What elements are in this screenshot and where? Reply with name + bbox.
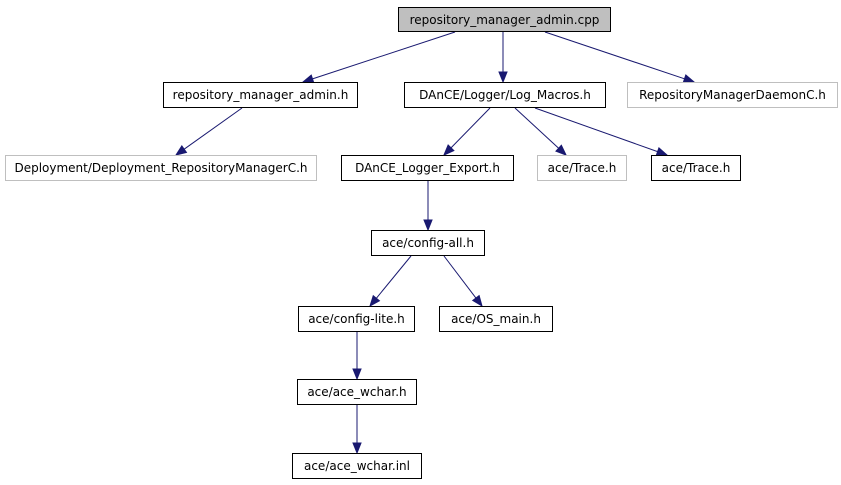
node-repository-manager-admin-h[interactable]: repository_manager_admin.h	[163, 82, 358, 108]
edge-log_macros-to-trace	[534, 107, 669, 156]
edge-line	[443, 255, 477, 299]
node-ace-config-lite-h[interactable]: ace/config-lite.h	[298, 306, 415, 332]
node-ace-config-all-h[interactable]: ace/config-all.h	[371, 230, 485, 256]
arrowhead-icon	[352, 442, 362, 455]
edge-log_macros-to-logger_export	[443, 107, 491, 156]
arrowhead-icon	[555, 144, 567, 156]
edge-line	[534, 107, 658, 153]
edge-ace_wchar-to-ace_wchar_inl	[352, 405, 362, 455]
edge-logger_export-to-config_all	[423, 181, 433, 232]
node-ace-os-main-h[interactable]: ace/OS_main.h	[439, 306, 553, 332]
arrowhead-icon	[352, 368, 362, 381]
edge-line	[450, 107, 491, 149]
node-ace-trace-h-undocumented[interactable]: ace/Trace.h	[537, 155, 627, 181]
edge-config_lite-to-ace_wchar	[352, 332, 362, 381]
node-repository-manager-admin-cpp[interactable]: repository_manager_admin.cpp	[398, 7, 611, 32]
arrowhead-icon	[498, 71, 508, 84]
edge-rma_h-to-deploy_rmc	[174, 107, 243, 156]
edge-root-to-rma_h	[498, 32, 508, 84]
edge-line	[544, 31, 685, 80]
arrowhead-icon	[369, 294, 381, 308]
node-log-macros-h[interactable]: DAnCE/Logger/Log_Macros.h	[404, 82, 606, 108]
node-ace-wchar-h[interactable]: ace/ace_wchar.h	[297, 379, 417, 405]
arrowhead-icon	[443, 144, 455, 156]
edge-root-to-log_macros	[301, 31, 456, 84]
arrowhead-icon	[471, 294, 483, 308]
node-deployment-repository-manager-c-h[interactable]: Deployment/Deployment_RepositoryManagerC…	[5, 155, 317, 181]
edge-log_macros-to-trace_gray	[514, 107, 567, 156]
node-ace-wchar-inl[interactable]: ace/ace_wchar.inl	[292, 453, 422, 479]
node-dance-logger-export-h[interactable]: DAnCE_Logger_Export.h	[341, 155, 514, 181]
edge-line	[514, 107, 559, 149]
node-ace-trace-h[interactable]: ace/Trace.h	[651, 155, 741, 181]
edge-config_all-to-config_lite	[369, 255, 412, 308]
edge-config_all-to-os_main	[443, 255, 483, 308]
edge-line	[312, 31, 456, 80]
edge-root-to-rmdc	[544, 31, 696, 84]
edge-line	[375, 255, 412, 299]
arrowhead-icon	[174, 145, 188, 156]
arrowhead-icon	[423, 219, 433, 232]
node-repository-manager-daemon-c-h[interactable]: RepositoryManagerDaemonC.h	[627, 82, 838, 108]
edge-line	[183, 107, 243, 150]
